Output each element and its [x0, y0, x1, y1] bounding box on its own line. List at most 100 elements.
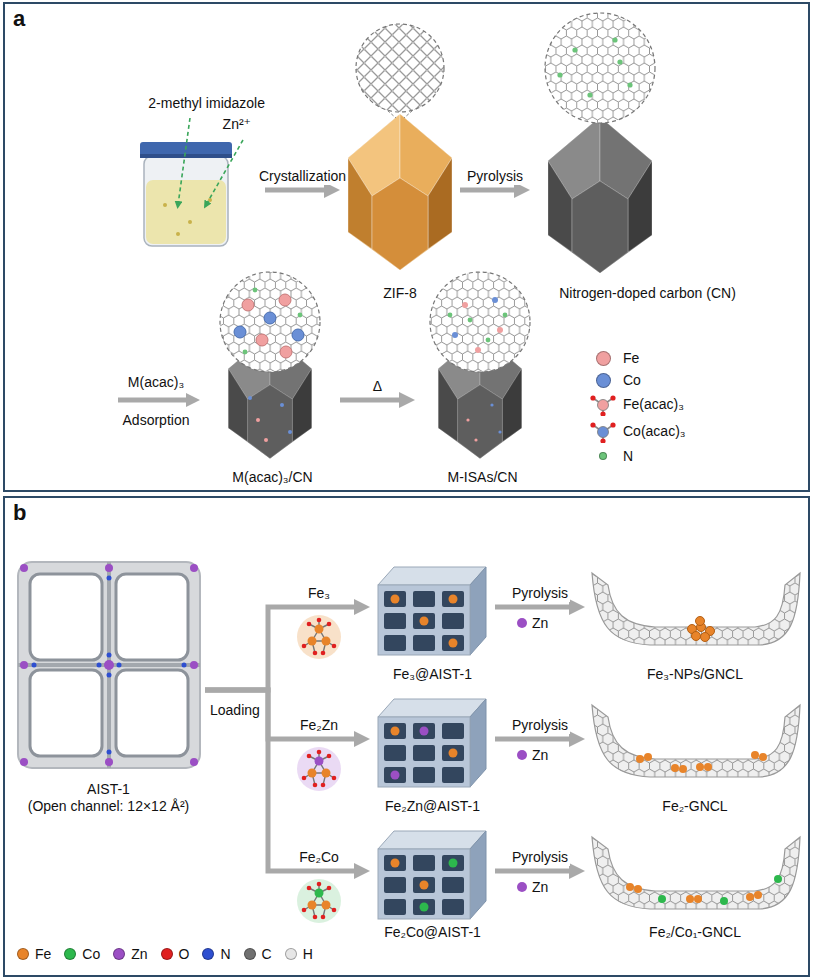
edge-label-holder: Pyrolysis: [510, 585, 570, 602]
legend-item: Zn: [112, 946, 147, 963]
carbon-sheet: [754, 891, 762, 899]
aist1-framework: [105, 758, 113, 766]
fe2co-molecule: [307, 886, 312, 891]
macac-cn-crystal: [220, 272, 320, 372]
aist1-framework: [104, 660, 114, 670]
macac-cn-crystal: [243, 350, 248, 355]
fe2co-molecule: [297, 879, 341, 923]
legend-sample: [588, 394, 618, 416]
fe2zn-molecule: [313, 783, 318, 788]
fe3-molecule: [297, 615, 341, 659]
legend-sample: [588, 421, 618, 443]
beaker: [176, 232, 180, 236]
color-swatch: [113, 948, 125, 960]
carbon-sheet: [592, 837, 800, 909]
macac-cn-crystal: [288, 430, 292, 434]
crystal-stage: M-ISAs/CN: [415, 270, 550, 486]
legend-item: O: [160, 946, 190, 963]
stage-label: 2-methyl imidazole: [148, 95, 265, 112]
crystal-stage: ZIF-8: [340, 22, 460, 302]
fe3-molecule: [304, 620, 334, 653]
label-holder: Loading: [208, 702, 262, 719]
loaded-framework-block: [413, 613, 435, 629]
cn-crystal: [545, 13, 655, 123]
loaded-framework-block: [413, 591, 435, 607]
cn-crystal: [612, 37, 617, 42]
loaded-framework-block: [384, 855, 406, 871]
legend-item: N: [588, 448, 686, 465]
fe2zn-molecule: [327, 754, 332, 759]
legend-text: N: [623, 448, 633, 465]
aist1-framework: [20, 564, 28, 572]
carbon-sheet: [592, 705, 800, 777]
cn-crystal: [587, 92, 592, 97]
legend-item: Fe: [16, 946, 51, 963]
macac-cn-crystal: [220, 272, 320, 372]
loaded-framework-block: [420, 727, 429, 736]
carbon-sheet: [751, 751, 759, 759]
carbon-sheet: [644, 753, 652, 761]
molecule-icon: [600, 411, 605, 416]
loaded-framework-block: [413, 877, 435, 893]
fe2zn-molecule: [297, 747, 341, 791]
loaded-framework-block: [413, 767, 435, 783]
loaded-framework-block: [449, 595, 458, 604]
carbon-sheet: [634, 885, 642, 893]
color-swatch: [285, 948, 297, 960]
aist1-framework: [18, 562, 200, 768]
carbon-layer-stage: Fe₃-NPs/GNCL: [585, 555, 805, 683]
beaker: [206, 140, 243, 205]
step-label: Pyrolysis: [510, 717, 570, 734]
misa-cn-crystal: [492, 297, 498, 303]
carbon-sheet: [696, 617, 705, 626]
carbon-sheet: [592, 573, 800, 645]
aist1-framework: [117, 663, 122, 668]
loaded-framework-block: [384, 877, 406, 893]
legend-sample: [160, 948, 174, 960]
legend-text: Fe: [35, 946, 51, 963]
stage-label: (Open channel: 12×12 Å²): [28, 798, 190, 815]
process-label: Zn: [530, 615, 550, 632]
edge-label-holder: Crystallization: [257, 168, 348, 185]
misa-cn-crystal: [462, 302, 468, 308]
fe2zn-molecule: [315, 757, 324, 766]
stage-label: Zn²⁺: [223, 116, 251, 133]
misa-cn-crystal: [448, 313, 453, 318]
edge-label-holder: Fe₂Co: [297, 849, 341, 866]
crystal-stage: M(acac)₃/CN: [205, 270, 340, 486]
loaded-framework-block: [470, 699, 486, 787]
loaded-framework-block: [391, 771, 400, 780]
carbon-sheet: [694, 895, 702, 903]
cn-crystal: [545, 13, 655, 273]
adsorption-arrow: [118, 393, 200, 407]
cn-crystal: [617, 59, 622, 64]
fe2zn-molecule: [321, 783, 326, 788]
loaded-framework-block: [384, 635, 406, 651]
loaded-framework-block: [378, 831, 486, 849]
fe2co-molecule: [302, 908, 307, 913]
stage-label: Fe₂Zn@AIST-1: [385, 798, 480, 815]
carbon-layer-stage: Fe₂-GNCL: [585, 687, 805, 815]
fe2zn-molecule: [302, 776, 307, 781]
fe2co-molecule: [297, 879, 341, 923]
framework-stage: AIST-1(Open channel: 12×12 Å²): [12, 555, 205, 815]
process-arrow: [340, 398, 399, 403]
legend-text: O: [179, 946, 190, 963]
aist1-framework: [20, 758, 28, 766]
legend-sample: [284, 948, 298, 960]
loaded-framework-block: [384, 723, 406, 739]
legend-sample: [588, 351, 618, 366]
step-label: Pyrolysis: [510, 849, 570, 866]
stage-label: Fe₂-GNCL: [662, 798, 727, 815]
fe2co-molecule: [313, 915, 318, 920]
loaded-framework-block: [420, 881, 429, 890]
legend-item: Co: [63, 946, 100, 963]
stage-label: Nitrogen-doped carbon (CN): [559, 285, 736, 302]
misa-cn-crystal: [497, 327, 503, 333]
legend-text: Co: [623, 372, 641, 389]
carbon-sheet: [692, 632, 701, 641]
misa-cn-crystal: [430, 272, 530, 372]
carbon-sheet: [746, 893, 754, 901]
misa-cn-crystal: [475, 347, 481, 353]
